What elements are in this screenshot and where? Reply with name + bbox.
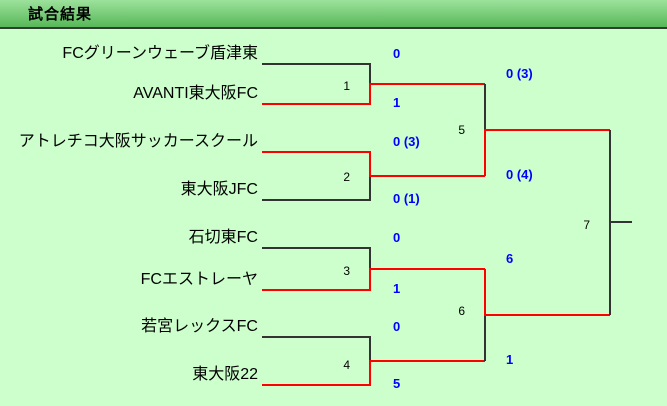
- page-header: 試合結果: [0, 0, 667, 29]
- match-7-number: 7: [583, 218, 590, 232]
- team-name-5: 石切東FC: [188, 229, 258, 246]
- match-2-loser-path: [262, 176, 371, 201]
- match-6-top-score: 6: [506, 251, 514, 266]
- match-2-bottom-score: 0 (1): [393, 191, 420, 206]
- match-3-winner-path: [262, 268, 485, 291]
- match-5-lines: [484, 84, 610, 176]
- match-1-top-score: 0: [393, 46, 401, 61]
- match-1-winner-path: [262, 83, 485, 105]
- match-5-bottom-score: 0 (4): [506, 167, 533, 182]
- team-name-4: 東大阪JFC: [180, 181, 258, 198]
- match-5-winner-path: [484, 129, 610, 176]
- match-6-lines: [484, 269, 610, 361]
- match-4-lines: [262, 336, 485, 386]
- team-name-3: アトレチコ大阪サッカースクール: [18, 133, 258, 150]
- match-6-number: 6: [458, 304, 465, 318]
- match-5-top-score: 0 (3): [506, 66, 533, 81]
- match-4-top-score: 0: [393, 319, 401, 334]
- match-1-lines: [262, 63, 485, 105]
- match-4-loser-path: [262, 336, 371, 361]
- match-1-loser-path: [262, 63, 371, 84]
- team-name-1: FCグリーンウェーブ盾津東: [62, 45, 258, 62]
- match-6-bottom-score: 1: [506, 352, 514, 367]
- team-name-8: 東大阪22: [192, 366, 258, 383]
- match-3-loser-path: [262, 247, 371, 269]
- match-3-lines: [262, 247, 485, 291]
- match-5-number: 5: [458, 123, 465, 137]
- match-1-number: 1: [343, 79, 350, 93]
- match-2-top-score: 0 (3): [393, 134, 420, 149]
- match-4-bottom-score: 5: [393, 376, 401, 391]
- team-name-6: FCエストレーヤ: [140, 271, 258, 288]
- match-3-top-score: 0: [393, 230, 401, 245]
- match-3-bottom-score: 1: [393, 281, 401, 296]
- match-2-lines: [262, 151, 485, 201]
- team-name-7: 若宮レックスFC: [141, 318, 258, 335]
- team-name-2: AVANTI東大阪FC: [133, 85, 258, 102]
- match-2-winner-path: [262, 151, 485, 177]
- match-6-winner-path: [484, 269, 610, 316]
- match-2-number: 2: [343, 170, 350, 184]
- page-title: 試合結果: [28, 6, 93, 23]
- match-4-number: 4: [343, 358, 350, 372]
- match-1-bottom-score: 1: [393, 95, 401, 110]
- final-match-lines: [609, 130, 632, 315]
- match-4-winner-path: [262, 360, 485, 386]
- match-3-number: 3: [343, 264, 350, 278]
